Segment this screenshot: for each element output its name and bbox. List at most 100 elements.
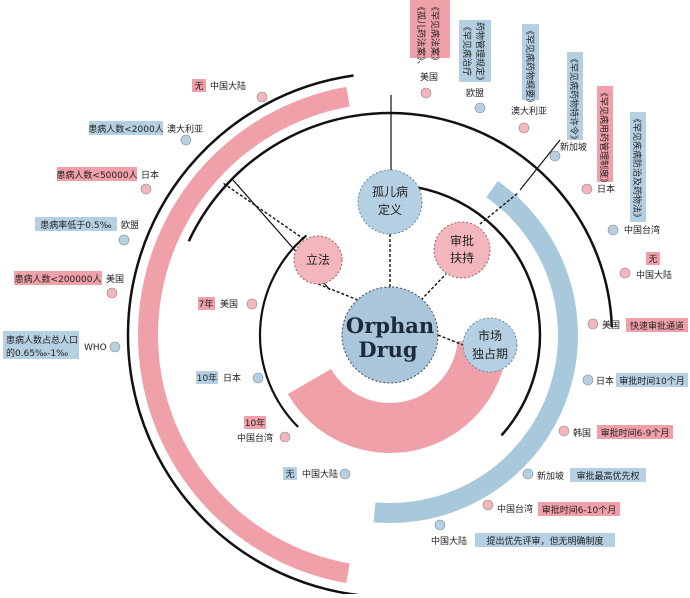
- category-definition: 孤儿病 定义: [357, 169, 423, 235]
- spoke-line: [437, 334, 464, 346]
- definition-value: 无: [194, 81, 203, 92]
- exclusivity-value: 10年: [197, 372, 217, 384]
- center-circle: [341, 286, 439, 384]
- definition-outer-ring: [126, 74, 381, 598]
- definition-region: 日本: [141, 169, 159, 181]
- marker-dot: [482, 499, 494, 511]
- approval-entry: 美国 快速审批通道: [587, 318, 688, 332]
- approval-region: 日本: [596, 375, 614, 387]
- approval-ring: [384, 183, 542, 437]
- value-box: [538, 502, 620, 516]
- law-box: [597, 86, 613, 182]
- value-box: [198, 297, 215, 310]
- definition-entry: 无 中国大陆: [192, 79, 268, 103]
- definition-entries: 无 中国大陆 患病人数<2000人 澳大利亚 患病人数<50000人 日本 患病…: [3, 79, 268, 359]
- definition-line2: 定义: [378, 202, 402, 217]
- exclusivity-region: 中国大陆: [302, 468, 338, 480]
- value-box: [570, 468, 646, 482]
- definition-value: 患病率低于0.5‰: [40, 219, 111, 231]
- marker-dot: [109, 341, 121, 353]
- exclusivity-region: 日本: [223, 372, 241, 384]
- law-text: 无: [648, 254, 657, 265]
- legislation-bubble: [293, 235, 343, 285]
- definition-entry: 患病率低于0.5‰ 欧盟: [35, 217, 139, 246]
- definition-entry: 患病人数<50000人 日本: [56, 167, 159, 195]
- legislation-entries: 《孤儿药法案》、 《罕见病法案》 美国 《罕见病治疗 药物管理规定》 欧盟 《罕…: [410, 0, 672, 281]
- definition-region: 澳大利亚: [167, 123, 203, 135]
- legislation-region: 澳大利亚: [511, 105, 547, 117]
- divider-line: [519, 139, 561, 191]
- marker-dot: [558, 425, 570, 437]
- exclusivity-arc: [287, 340, 508, 453]
- exclusivity-entries: 7年 美国 10年 日本 10年 中国台湾 无 中国大陆: [196, 297, 351, 480]
- marker-dot: [549, 150, 561, 162]
- approval-entry: 日本 审批时间10个月: [582, 373, 688, 387]
- marker-dot: [619, 267, 631, 279]
- marker-dot: [420, 87, 432, 99]
- center-line2: Drug: [358, 337, 418, 362]
- law-text: 《罕见病法案》: [429, 2, 441, 65]
- definition-value-line2: 的0.65‰-1‰: [6, 347, 68, 359]
- marker-dot: [587, 318, 599, 330]
- category-exclusivity: 市场 独占期: [462, 317, 518, 373]
- category-approval: 审批 扶持: [433, 221, 491, 279]
- approval-value: 审批最高优先权: [576, 470, 639, 482]
- spoke-line: [420, 273, 447, 301]
- exclusivity-region: 中国台湾: [237, 432, 273, 444]
- value-box: [244, 416, 266, 429]
- marker-dot: [474, 102, 486, 114]
- exclusivity-entry: 7年 美国: [198, 297, 258, 310]
- approval-line1: 审批: [450, 233, 474, 248]
- marker-dot: [106, 287, 118, 299]
- exclusivity-entry: 10年 日本: [196, 371, 264, 384]
- law-text: 《罕见疾病防治及药物法》: [631, 114, 643, 222]
- marker-dot: [607, 224, 619, 236]
- approval-region: 韩国: [573, 427, 591, 439]
- spoke-line: [479, 192, 519, 225]
- exclusivity-value: 10年: [245, 417, 265, 429]
- legislation-region: 中国台湾: [624, 224, 660, 236]
- spoke-line: [222, 182, 338, 263]
- approval-line2: 扶持: [450, 250, 474, 265]
- law-text: 《罕见病药物特许令》: [568, 54, 580, 144]
- legislation-ring: [187, 111, 614, 328]
- marker-dot: [434, 519, 446, 531]
- legislation-entry: 《罕见病用药管理制度》 日本: [581, 86, 615, 195]
- value-box: [283, 467, 297, 480]
- center-node: Orphan Drug: [341, 286, 439, 384]
- marker-dot: [256, 91, 268, 103]
- value-box: [597, 425, 673, 439]
- definition-region: 中国大陆: [210, 80, 246, 92]
- approval-value: 审批时间10个月: [619, 375, 684, 387]
- marker-dot: [140, 183, 152, 195]
- definition-bubble: [357, 169, 423, 235]
- legislation-region: 日本: [597, 183, 615, 195]
- marker-dot: [522, 468, 534, 480]
- exclusivity-entry: 10年 中国台湾: [237, 416, 291, 444]
- approval-arc: [373, 180, 578, 523]
- definition-value-line1: 患病人数占总人口: [6, 334, 78, 346]
- law-box: [630, 112, 646, 222]
- value-box: [89, 121, 163, 135]
- law-box: [567, 52, 583, 140]
- definition-arc: [137, 86, 350, 584]
- approval-entry: 中国台湾 审批时间6-10个月: [482, 499, 620, 516]
- marker-dot: [180, 134, 192, 146]
- exclusivity-value: 7年: [199, 298, 214, 310]
- value-box: [616, 373, 688, 387]
- marker-dot: [246, 298, 258, 310]
- marker-dot: [339, 468, 351, 480]
- marker-dot: [279, 431, 291, 443]
- approval-entries: 美国 快速审批通道 日本 审批时间10个月 韩国 审批时间6-9个月 新加坡 审…: [431, 318, 688, 547]
- exclusivity-value: 无: [285, 469, 294, 480]
- legislation-region: 新加坡: [560, 141, 587, 153]
- value-box: [196, 371, 218, 384]
- law-text: 《罕见病用药管理制度》: [598, 88, 610, 187]
- approval-entry: 韩国 审批时间6-9个月: [558, 425, 673, 439]
- approval-region: 新加坡: [537, 470, 564, 482]
- law-box: [522, 24, 539, 100]
- value-box: [35, 217, 117, 231]
- definition-line1: 孤儿病: [372, 184, 408, 199]
- approval-value: 审批时间6-9个月: [601, 427, 670, 439]
